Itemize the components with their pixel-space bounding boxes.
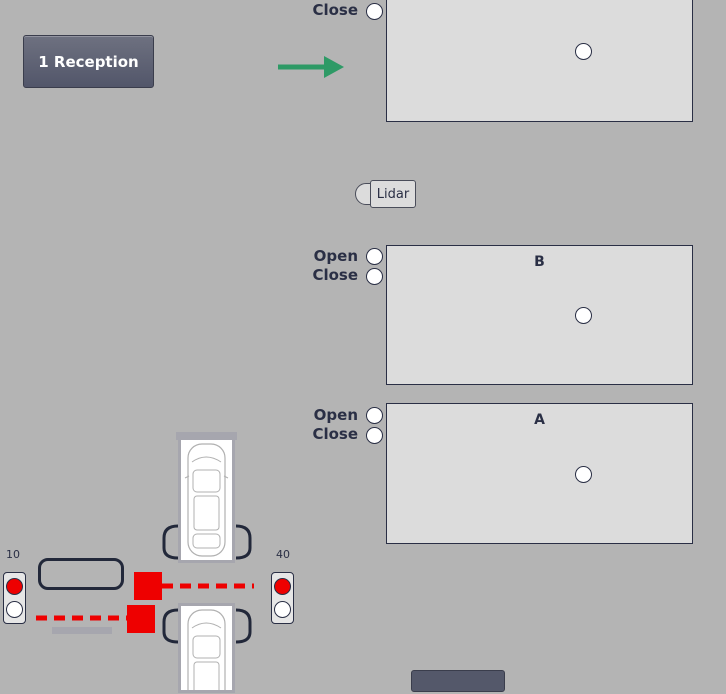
zone-a-open-label: Open xyxy=(313,406,358,424)
lane-strip-top xyxy=(176,432,237,440)
barrier-entry-icon[interactable] xyxy=(134,572,162,600)
traffic-light-left-number: 10 xyxy=(6,548,20,561)
vehicle-sensor-loop xyxy=(38,558,124,590)
zone-top-close-label: Close xyxy=(312,1,358,19)
arrow-right-icon xyxy=(278,56,344,78)
zone-b-open-toggle[interactable] xyxy=(366,248,383,265)
zone-b-panel: B xyxy=(386,245,693,385)
zone-top-indicator[interactable] xyxy=(575,43,592,60)
reception-button[interactable]: 1 Reception xyxy=(23,35,154,88)
zone-a-indicator[interactable] xyxy=(575,466,592,483)
barrier-exit-arm xyxy=(36,615,128,621)
traffic-light-left-green-lamp xyxy=(6,601,23,618)
barrier-exit-icon[interactable] xyxy=(127,605,155,633)
barrier-entry-arm xyxy=(162,583,254,589)
car-top xyxy=(178,437,235,563)
zone-a-title: A xyxy=(534,412,545,428)
traffic-light-right-red-lamp xyxy=(274,578,291,595)
bay-brackets-bottom xyxy=(162,608,252,644)
traffic-light-right-green-lamp xyxy=(274,601,291,618)
lidar-button[interactable]: Lidar xyxy=(370,180,416,208)
zone-a-close-label: Close xyxy=(312,425,358,443)
bottom-button[interactable] xyxy=(411,670,505,692)
traffic-light-right[interactable] xyxy=(271,572,294,624)
zone-b-close-label: Close xyxy=(312,266,358,284)
zone-top-close-toggle[interactable] xyxy=(366,3,383,20)
zone-b-indicator[interactable] xyxy=(575,307,592,324)
zone-top-panel xyxy=(386,0,693,122)
zone-b-close-toggle[interactable] xyxy=(366,268,383,285)
zone-b-open-label: Open xyxy=(313,247,358,265)
lane-strip-left xyxy=(52,627,112,634)
zone-a-close-toggle[interactable] xyxy=(366,427,383,444)
traffic-light-right-number: 40 xyxy=(276,548,290,561)
traffic-light-left[interactable] xyxy=(3,572,26,624)
car-topview-icon xyxy=(184,443,229,557)
bay-brackets-top xyxy=(162,524,252,560)
zone-a-open-toggle[interactable] xyxy=(366,407,383,424)
traffic-light-left-red-lamp xyxy=(6,578,23,595)
zone-a-panel: A xyxy=(386,403,693,544)
zone-b-title: B xyxy=(534,254,545,270)
car-topview-icon xyxy=(187,609,226,694)
